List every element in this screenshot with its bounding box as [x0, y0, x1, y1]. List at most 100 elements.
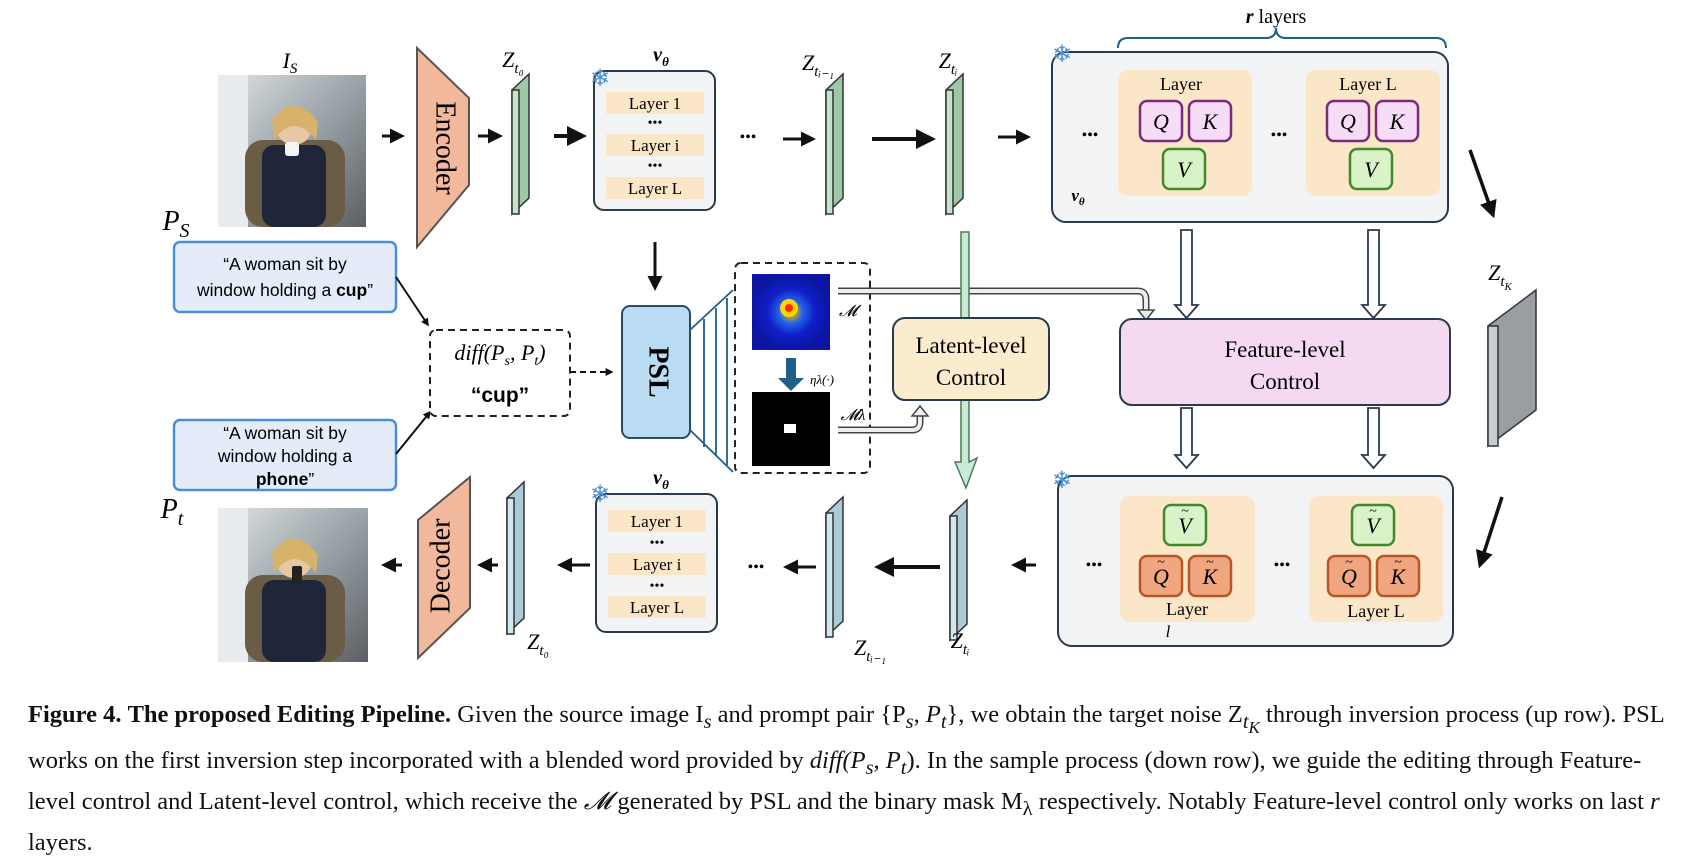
- attn-top-v: V: [1177, 157, 1193, 182]
- unet-bottom-name: vθ: [653, 467, 669, 492]
- attn-bot-layer-L-label: Layer L: [1347, 601, 1404, 621]
- snowflake-icon: ❄: [590, 481, 610, 508]
- snowflake-icon: ❄: [1052, 467, 1072, 494]
- tilde-mark: ~: [1181, 504, 1189, 519]
- unet-bottom: Layer 1 ••• Layer i ••• Layer L: [595, 493, 718, 633]
- unet-top-layer-i: Layer i: [631, 136, 680, 155]
- latent-z-t0: [511, 72, 530, 216]
- attn-top-k: K: [1202, 109, 1219, 134]
- mask-m-lambda-label: 𝓜λ: [841, 407, 866, 424]
- latent-z-ti-minus-1-bottom: [825, 495, 844, 639]
- latent-z-t0-label: Zt₀: [502, 47, 524, 77]
- target-prompt-line-2: window holding a: [217, 446, 353, 466]
- tilde-mark: ~: [1157, 555, 1165, 570]
- latent-z-ti-minus-1-bottom-label: Ztᵢ₋₁: [854, 635, 886, 665]
- bottom-row-dots: •••: [748, 559, 765, 576]
- latent-control-line-2: Control: [936, 365, 1006, 390]
- feature-input-arrows: [1173, 229, 1387, 470]
- unet-top-dots-1: •••: [648, 116, 663, 131]
- attn-bot-dots-2: •••: [1274, 557, 1291, 574]
- encoder-label: Encoder: [430, 101, 461, 195]
- caption-line-2b: diff(P: [809, 746, 866, 774]
- decoder-label: Decoder: [425, 518, 456, 614]
- unet-top-layer-1: Layer 1: [629, 94, 681, 113]
- latent-z-t0-bottom: [506, 480, 525, 636]
- caption-line-4: by PSL and the binary mask M: [718, 787, 1023, 815]
- snowflake-icon: ❄: [590, 65, 610, 92]
- attn-bot-layer-label: Layer: [1166, 599, 1208, 619]
- attn-top-k-L: K: [1389, 109, 1406, 134]
- attention-panel-top: ❄ ••• Layer Q K V ••• Layer L Q K V vθ: [1051, 41, 1449, 223]
- tilde-mark: ~: [1369, 504, 1377, 519]
- source-prompt-line-1: “A woman sit by: [223, 254, 347, 274]
- unet-top-dots-2: •••: [648, 159, 663, 174]
- caption-line-1b: and prompt pair {P: [717, 701, 906, 728]
- unet-bottom-dots-1: •••: [650, 536, 665, 551]
- attn-top-q-L: Q: [1340, 109, 1356, 134]
- unet-top: Layer 1 ••• Layer i ••• Layer L: [593, 70, 716, 211]
- r-layers-brace: [1117, 27, 1447, 49]
- latent-z-t0-bottom-label: Zt₀: [527, 629, 549, 659]
- encoder-block: Encoder: [416, 45, 470, 250]
- edited-image: [218, 508, 368, 662]
- diff-expression: diff(Ps, Pt): [454, 340, 545, 369]
- attn-top-v-L: V: [1364, 157, 1380, 182]
- attn-top-dots-2: •••: [1271, 127, 1288, 144]
- caption-line-4c: layers.: [28, 828, 93, 856]
- latent-z-tK: [1487, 288, 1537, 448]
- top-row-dots-1: •••: [740, 129, 757, 146]
- latent-control-line-1: Latent-level: [915, 333, 1026, 358]
- unet-bottom-layer-L: Layer L: [630, 598, 684, 617]
- latent-z-ti-bottom-label: Ztᵢ: [951, 628, 970, 658]
- caption-line-1d: through: [1259, 701, 1343, 728]
- attn-bot-v-tilde-L: V: [1366, 513, 1382, 538]
- attn-top-layer-label: Layer: [1160, 74, 1202, 94]
- target-prompt-line-3: phone”: [256, 469, 315, 489]
- pipeline-diagram: IS Encoder Zt₀ vθ Layer 1 ••• Layer i ••…: [160, 6, 1537, 665]
- tilde-mark: ~: [1206, 555, 1214, 570]
- tilde-mark: ~: [1394, 555, 1402, 570]
- latent-z-ti-top: [945, 72, 964, 216]
- psl-fan: [689, 289, 734, 473]
- mask-m-label: 𝓜: [839, 303, 862, 320]
- feature-control-line-2: Control: [1250, 369, 1320, 394]
- unet-bottom-dots-2: •••: [650, 579, 665, 594]
- attn-bot-k-tilde: K: [1202, 564, 1219, 589]
- caption-line-2: inversion process (up row). PSL works on…: [28, 701, 1664, 774]
- unet-top-layer-L: Layer L: [628, 179, 682, 198]
- connector-m-to-feature: [838, 287, 1150, 312]
- figure-caption: Figure 4. The proposed Editing Pipeline.…: [28, 701, 1664, 856]
- diff-word: “cup”: [471, 384, 529, 407]
- source-prompt-line-2: window holding a cup”: [196, 280, 373, 300]
- attn-bot-v-tilde: V: [1178, 513, 1194, 538]
- psl-label: PSL: [643, 346, 674, 397]
- latent-z-ti-minus-1: [825, 72, 844, 216]
- attn-top-dots-1: •••: [1082, 127, 1099, 144]
- attn-top-layer-L-label: Layer L: [1339, 74, 1396, 94]
- eta-label: ηλ(·): [810, 372, 834, 387]
- unet-bottom-layer-1: Layer 1: [631, 512, 683, 531]
- target-prompt-label: Pt: [160, 494, 184, 530]
- attn-bot-layer-sub: l: [1166, 622, 1171, 641]
- feature-control-line-1: Feature-level: [1224, 337, 1345, 362]
- source-image-label: IS: [282, 48, 298, 77]
- target-prompt-box: “A woman sit by window holding a phone”: [172, 418, 398, 492]
- source-image: [218, 75, 366, 227]
- attn-bot-dots-1: •••: [1086, 557, 1103, 574]
- latent-z-ti-minus-1-label: Ztᵢ₋₁: [802, 50, 834, 80]
- latent-z-tK-label: ZtK: [1488, 260, 1512, 293]
- caption-fig-label: Figure 4.: [28, 701, 122, 728]
- attn-bot-k-tilde-L: K: [1390, 564, 1407, 589]
- psl-block: PSL: [621, 305, 691, 439]
- caption-title: The proposed Editing Pipeline.: [127, 701, 452, 728]
- source-prompt-label: PS: [161, 206, 189, 242]
- caption-line-3b: generated: [611, 787, 713, 815]
- latent-z-ti-bottom: [949, 498, 968, 642]
- target-prompt-line-1: “A woman sit by: [223, 423, 347, 443]
- unet-top-name: vθ: [653, 44, 669, 69]
- unet-bottom-layer-i: Layer i: [633, 555, 682, 574]
- decoder-block: Decoder: [417, 474, 471, 661]
- attn-top-vtheta: vθ: [1071, 186, 1085, 208]
- attn-bot-q-tilde: Q: [1153, 564, 1169, 589]
- latent-level-control: Latent-level Control: [892, 317, 1050, 401]
